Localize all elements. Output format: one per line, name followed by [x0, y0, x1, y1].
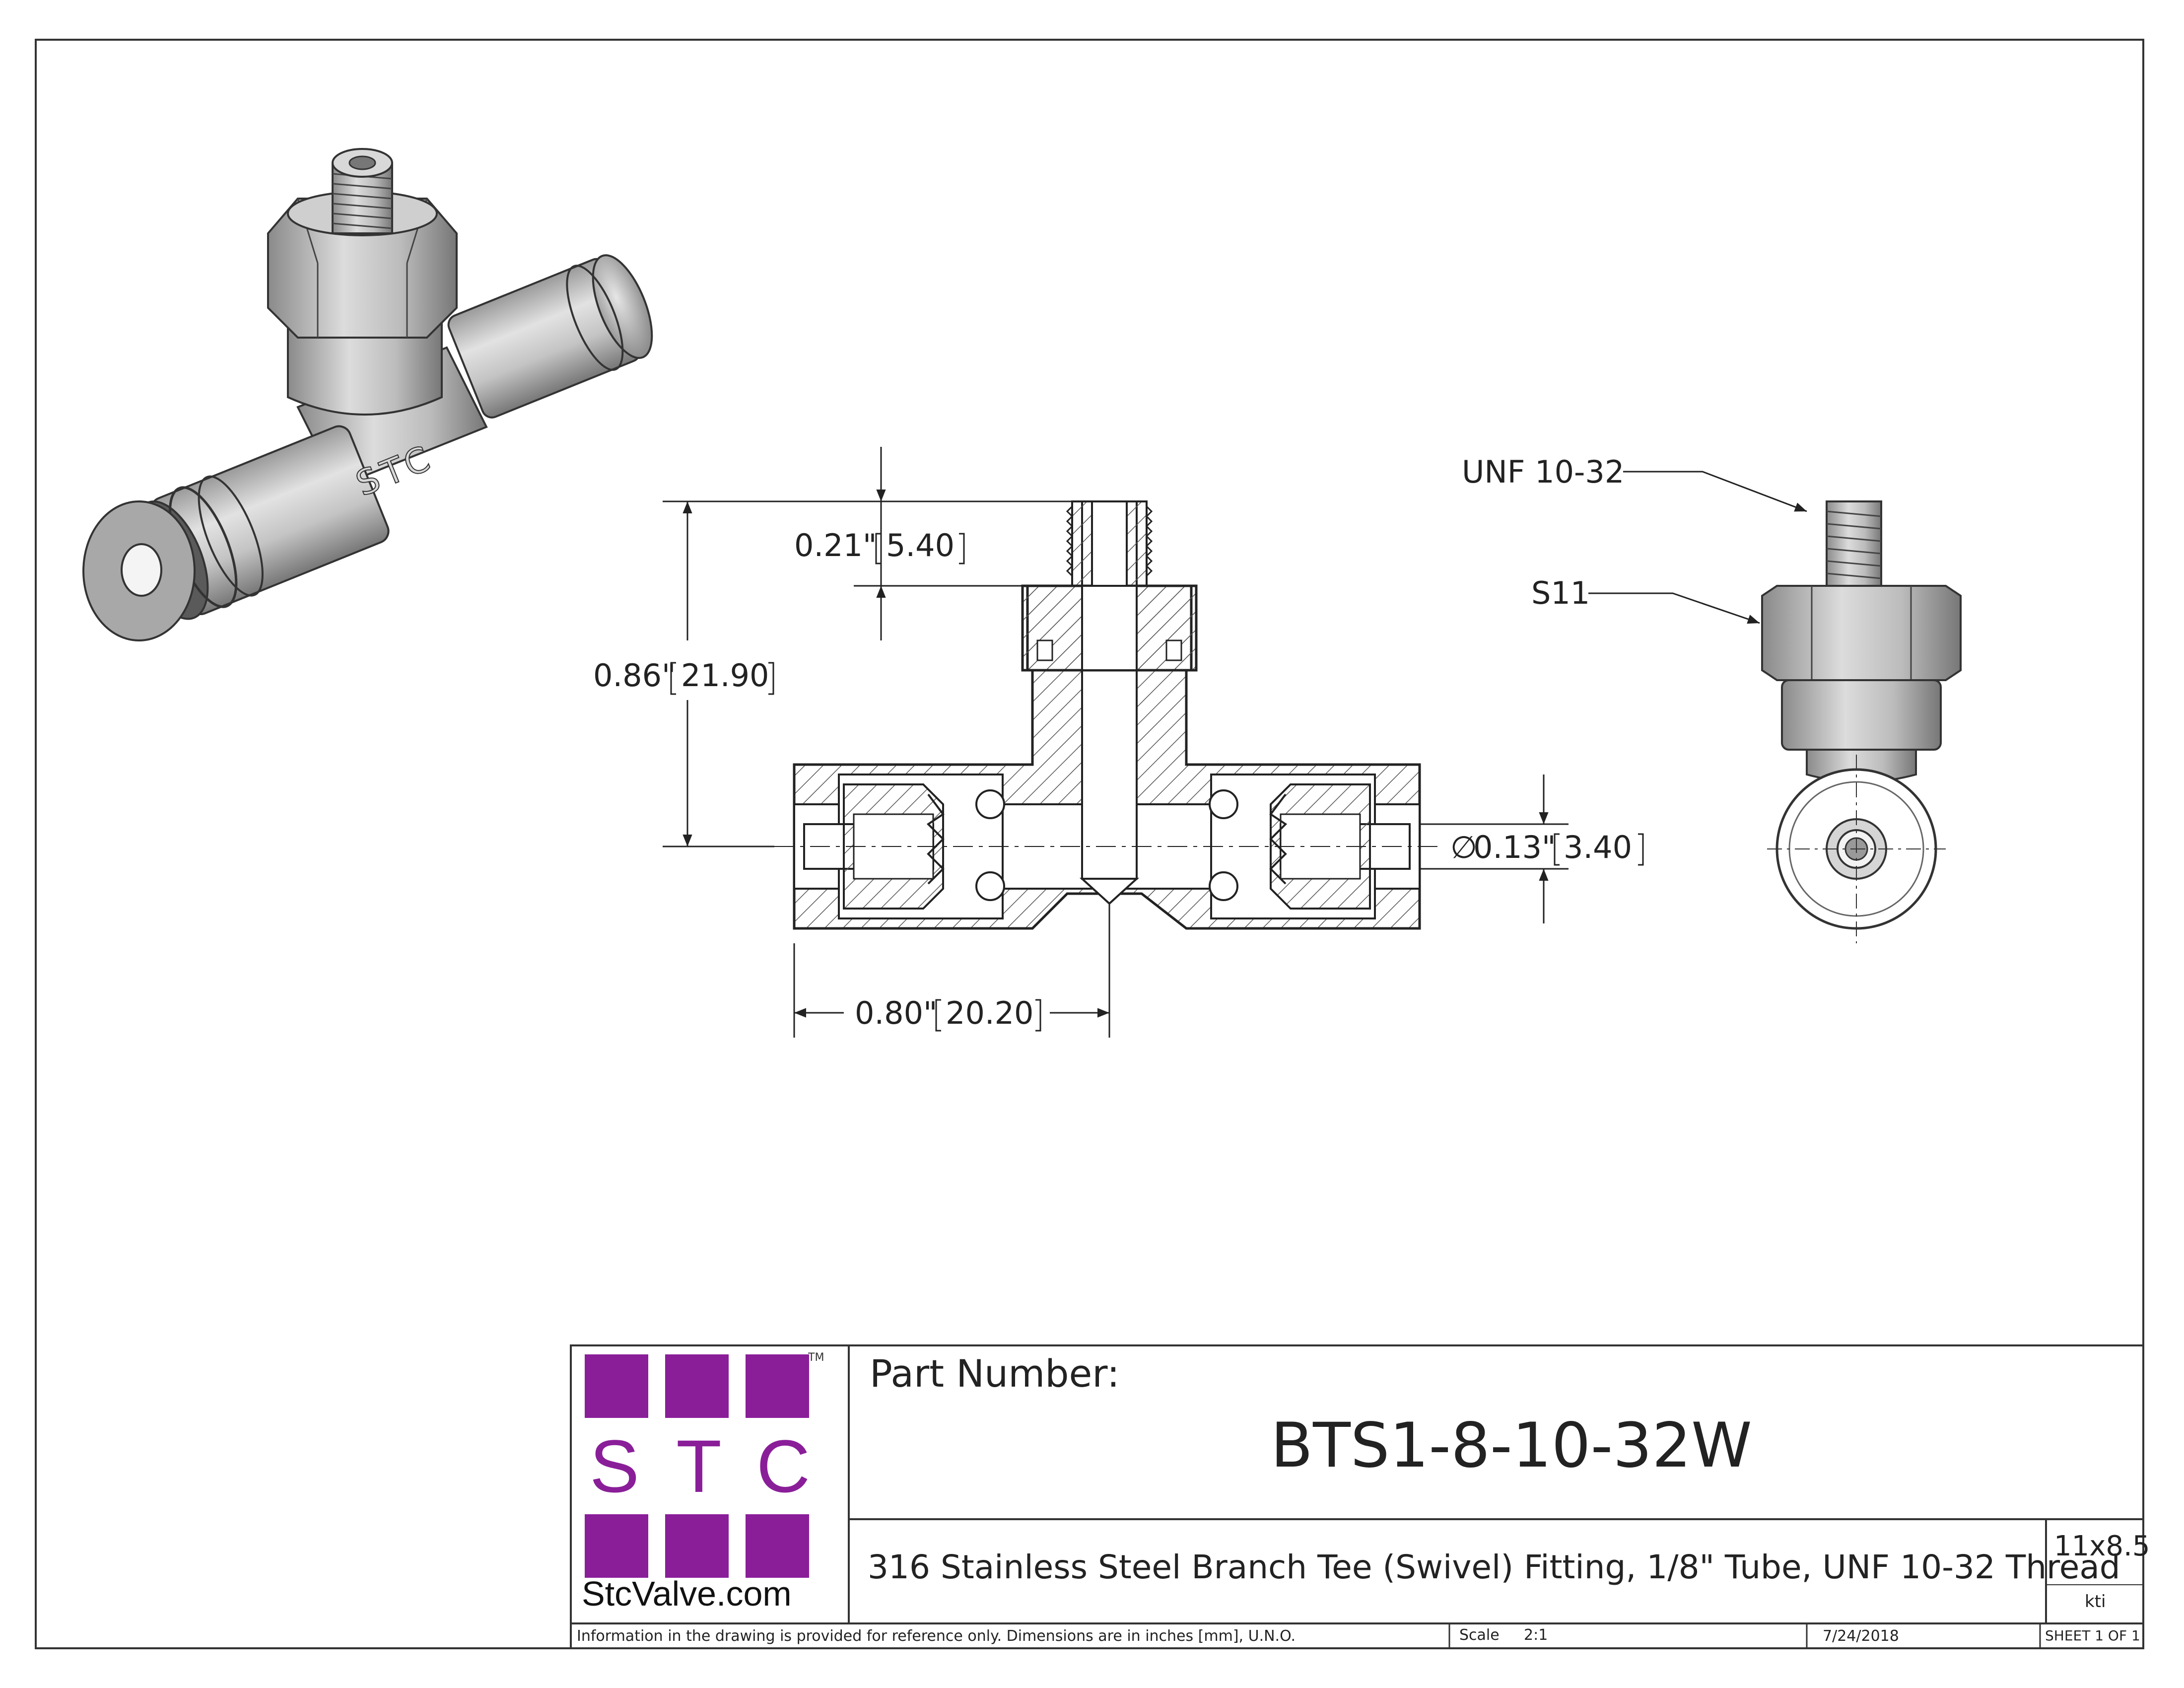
- logo-trademark: TM: [808, 1351, 824, 1364]
- part-description: 316 Stainless Steel Branch Tee (Swivel) …: [868, 1548, 2120, 1586]
- dim-top-port-depth-mm: 5.40: [886, 527, 955, 563]
- dim-overall-height: 0.86": [593, 657, 676, 694]
- callout-hex-size: S11: [1531, 575, 1590, 611]
- dim-bore-symbol: ∅: [1450, 829, 1477, 865]
- logo-letter-t: T: [676, 1424, 722, 1508]
- scale-value: 2:1: [1524, 1626, 1548, 1644]
- dim-half-length: 0.80": [855, 995, 938, 1031]
- side-view: UNF 10-32 S11: [1462, 454, 1962, 943]
- dim-bore-diameter: 0.13": [1473, 829, 1556, 865]
- part-number-label: Part Number:: [870, 1351, 1120, 1396]
- callout-thread: UNF 10-32: [1462, 454, 1624, 490]
- dimension-labels: 0.21" 5.40 0.86" 21.90 ∅ 0.13" 3.40 0.80…: [593, 527, 1644, 1032]
- sheet-size: 11x8.5: [2054, 1530, 2150, 1562]
- stc-logo: [585, 1354, 809, 1578]
- dim-overall-height-mm: 21.90: [681, 657, 769, 694]
- dimensions: [663, 447, 1569, 1038]
- part-number: BTS1-8-10-32W: [1271, 1410, 1752, 1481]
- dim-bore-diameter-mm: 3.40: [1564, 829, 1632, 865]
- dim-top-port-depth: 0.21": [794, 527, 877, 563]
- logo-website: StcValve.com: [582, 1574, 792, 1613]
- logo-letter-s: S: [589, 1424, 640, 1508]
- logo-letter-c: C: [756, 1424, 811, 1508]
- sheet-number: SHEET 1 OF 1: [2045, 1627, 2140, 1644]
- dim-half-length-mm: 20.20: [946, 995, 1034, 1031]
- title-block: [570, 1344, 2144, 1649]
- logo-letters: S T C: [580, 1424, 818, 1508]
- disclaimer: Information in the drawing is provided f…: [577, 1627, 1296, 1645]
- section-view: [774, 500, 1439, 930]
- drawn-by: kti: [2085, 1592, 2106, 1612]
- drawing-date: 7/24/2018: [1823, 1627, 1899, 1645]
- scale-label: Scale: [1459, 1626, 1500, 1644]
- isometric-view: STC: [82, 148, 653, 641]
